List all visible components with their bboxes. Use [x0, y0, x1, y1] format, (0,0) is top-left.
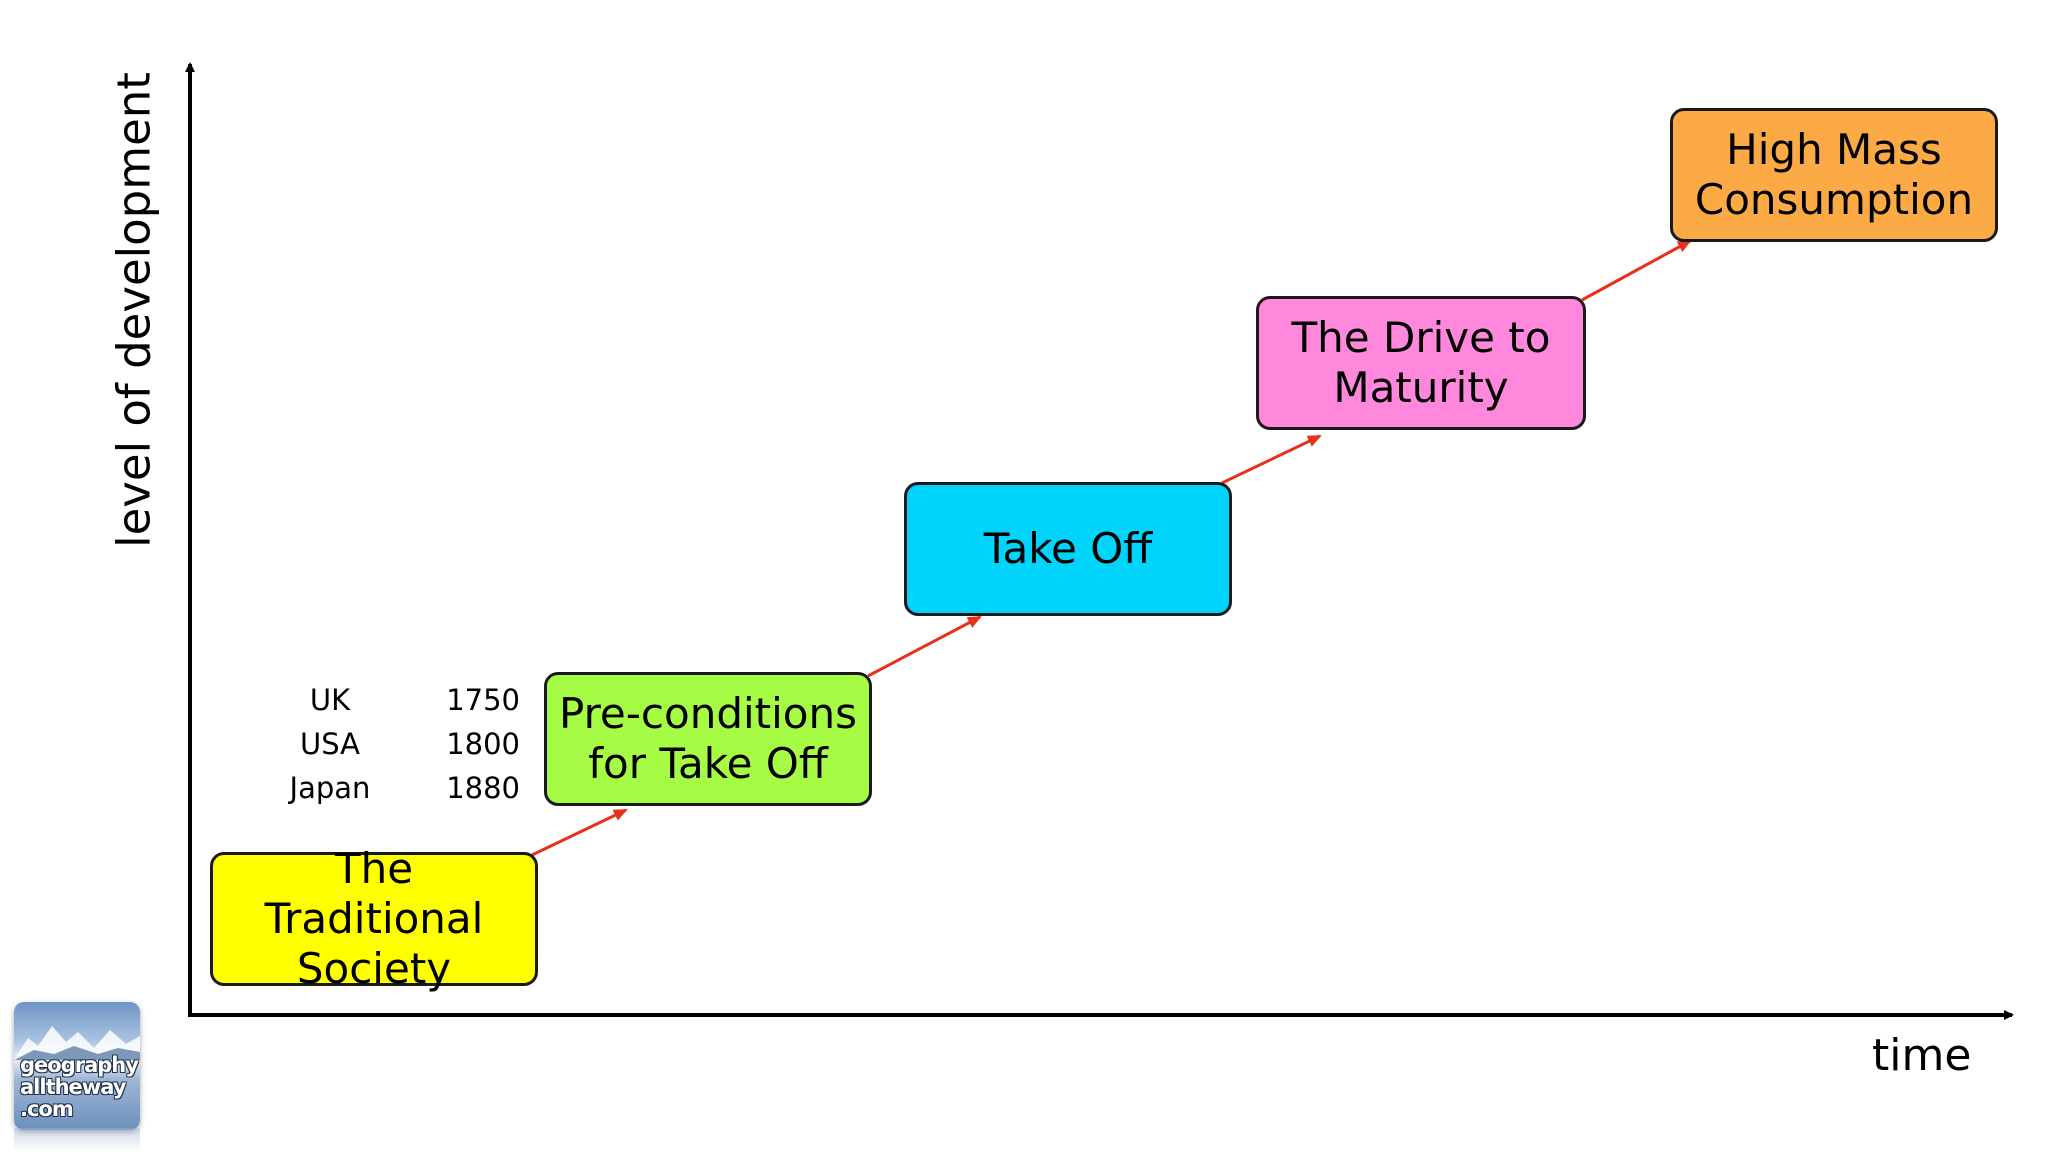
date-year: 1880 — [446, 771, 520, 805]
stage-label-line: The Traditional — [264, 844, 484, 943]
stage-label-line: Maturity — [1333, 363, 1509, 412]
date-row: UK 1750 — [280, 678, 520, 722]
arrow-maturity-to-consumption — [1581, 239, 1692, 302]
take-off-dates: UK 1750 USA 1800 Japan 1880 — [280, 678, 520, 810]
date-year: 1800 — [446, 727, 520, 761]
x-axis-label: time — [1872, 1030, 1972, 1081]
stage-drive-to-maturity: The Drive to Maturity — [1256, 296, 1586, 430]
date-row: USA 1800 — [280, 722, 520, 766]
logo-line: geography — [20, 1053, 139, 1077]
stage-label-line: Society — [296, 944, 452, 993]
stage-traditional-society: The Traditional Society — [210, 844, 538, 993]
stage-take-off: Take Off — [904, 482, 1232, 616]
stage-preconditions-for-take-off: Pre-conditions for Take Off — [544, 672, 872, 806]
mountain-icon — [14, 1026, 140, 1060]
geography-alltheway-logo: geography alltheway .com — [14, 1002, 140, 1130]
date-year: 1750 — [446, 683, 520, 717]
logo-text: geography alltheway .com — [20, 1053, 139, 1121]
stage-label-line: Consumption — [1694, 175, 1974, 224]
stage-label-line: Pre-conditions — [559, 689, 857, 738]
stage-label-line: for Take Off — [588, 739, 828, 788]
stage-high-mass-consumption: High Mass Consumption — [1670, 108, 1998, 242]
date-row: Japan 1880 — [280, 766, 520, 810]
stage-label-line: Take Off — [983, 524, 1153, 573]
y-axis-label: level of development — [107, 72, 161, 548]
arrow-preconditions-to-takeoff — [867, 615, 982, 678]
date-country: UK — [309, 683, 351, 717]
stage-label-line: High Mass — [1726, 125, 1942, 174]
logo-line: alltheway — [20, 1075, 126, 1099]
logo-reflection — [14, 1128, 140, 1152]
logo-line: .com — [20, 1097, 74, 1121]
arrow-traditional-to-preconditions — [531, 808, 628, 857]
date-country: USA — [299, 727, 360, 761]
arrow-takeoff-to-maturity — [1221, 434, 1322, 485]
stage-label-line: The Drive to — [1291, 313, 1551, 362]
date-country: Japan — [289, 771, 371, 805]
